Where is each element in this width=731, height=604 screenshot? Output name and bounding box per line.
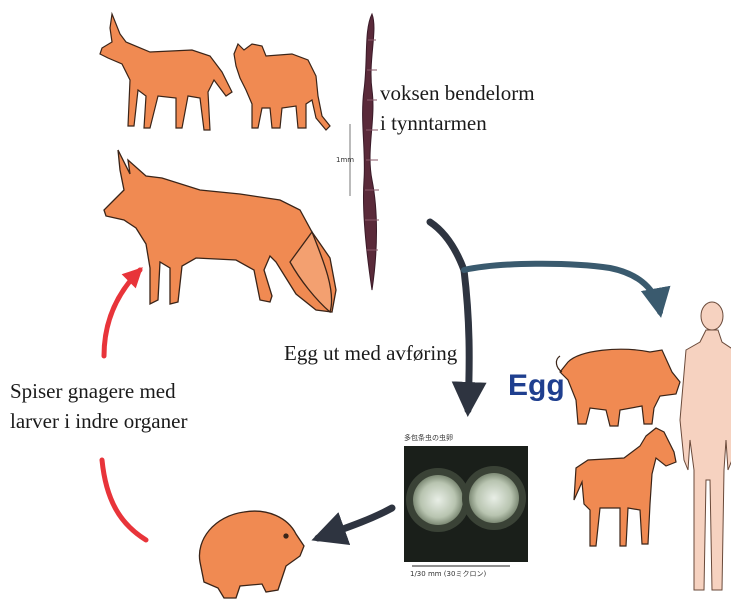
eats-rodents-label-line2: larver i indre organer [10, 409, 187, 433]
fox-icon [104, 150, 336, 312]
eggs-out-label: Egg ut med avføring [284, 341, 458, 365]
egg-photo-scale: 1/30 mm (30ミクロン) [410, 570, 486, 578]
tapeworm-icon [350, 14, 379, 290]
eggs-to-rodent-arrow [318, 508, 392, 538]
human-icon [680, 302, 731, 590]
egg-microphotograph [404, 446, 528, 566]
eats-rodents-label-line1: Spiser gnagere med [10, 379, 176, 403]
vole-icon [199, 511, 304, 598]
scale-1mm-label: 1mm [336, 156, 354, 164]
pig-icon [556, 349, 680, 426]
adult-worm-label: voksen bendelorm [380, 81, 535, 105]
dog-icon [100, 14, 232, 130]
red-cycle-arrow [102, 270, 146, 540]
adult-worm-location-label: i tynntarmen [380, 111, 487, 135]
horse-icon [574, 428, 676, 546]
cat-icon [234, 44, 330, 130]
egg-photo-caption: 多包条虫の虫卵 [404, 433, 453, 442]
egg-label: Egg [508, 369, 565, 402]
